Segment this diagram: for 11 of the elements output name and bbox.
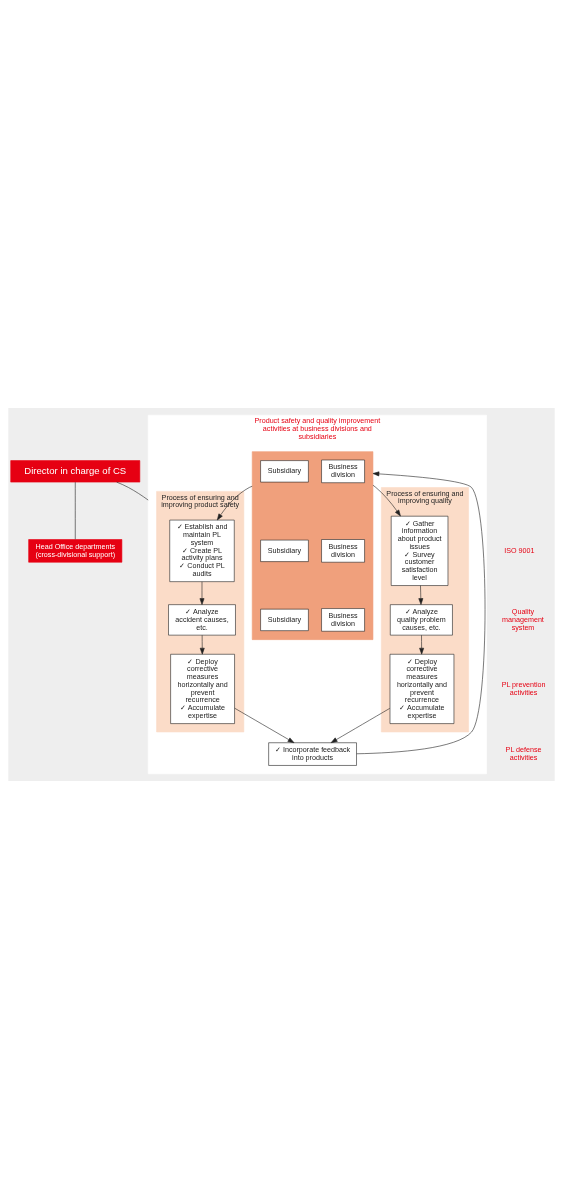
- arrow: [330, 707, 391, 743]
- arrow: [356, 471, 486, 754]
- node-box: Director in charge of CS: [10, 459, 141, 482]
- arrow: [372, 484, 401, 516]
- arrow: [418, 584, 424, 605]
- cluster: [251, 450, 374, 640]
- connector: [116, 481, 149, 500]
- arrow: [199, 634, 205, 654]
- arrow: [419, 634, 424, 654]
- arrow: [234, 707, 295, 743]
- arrow: [199, 581, 205, 605]
